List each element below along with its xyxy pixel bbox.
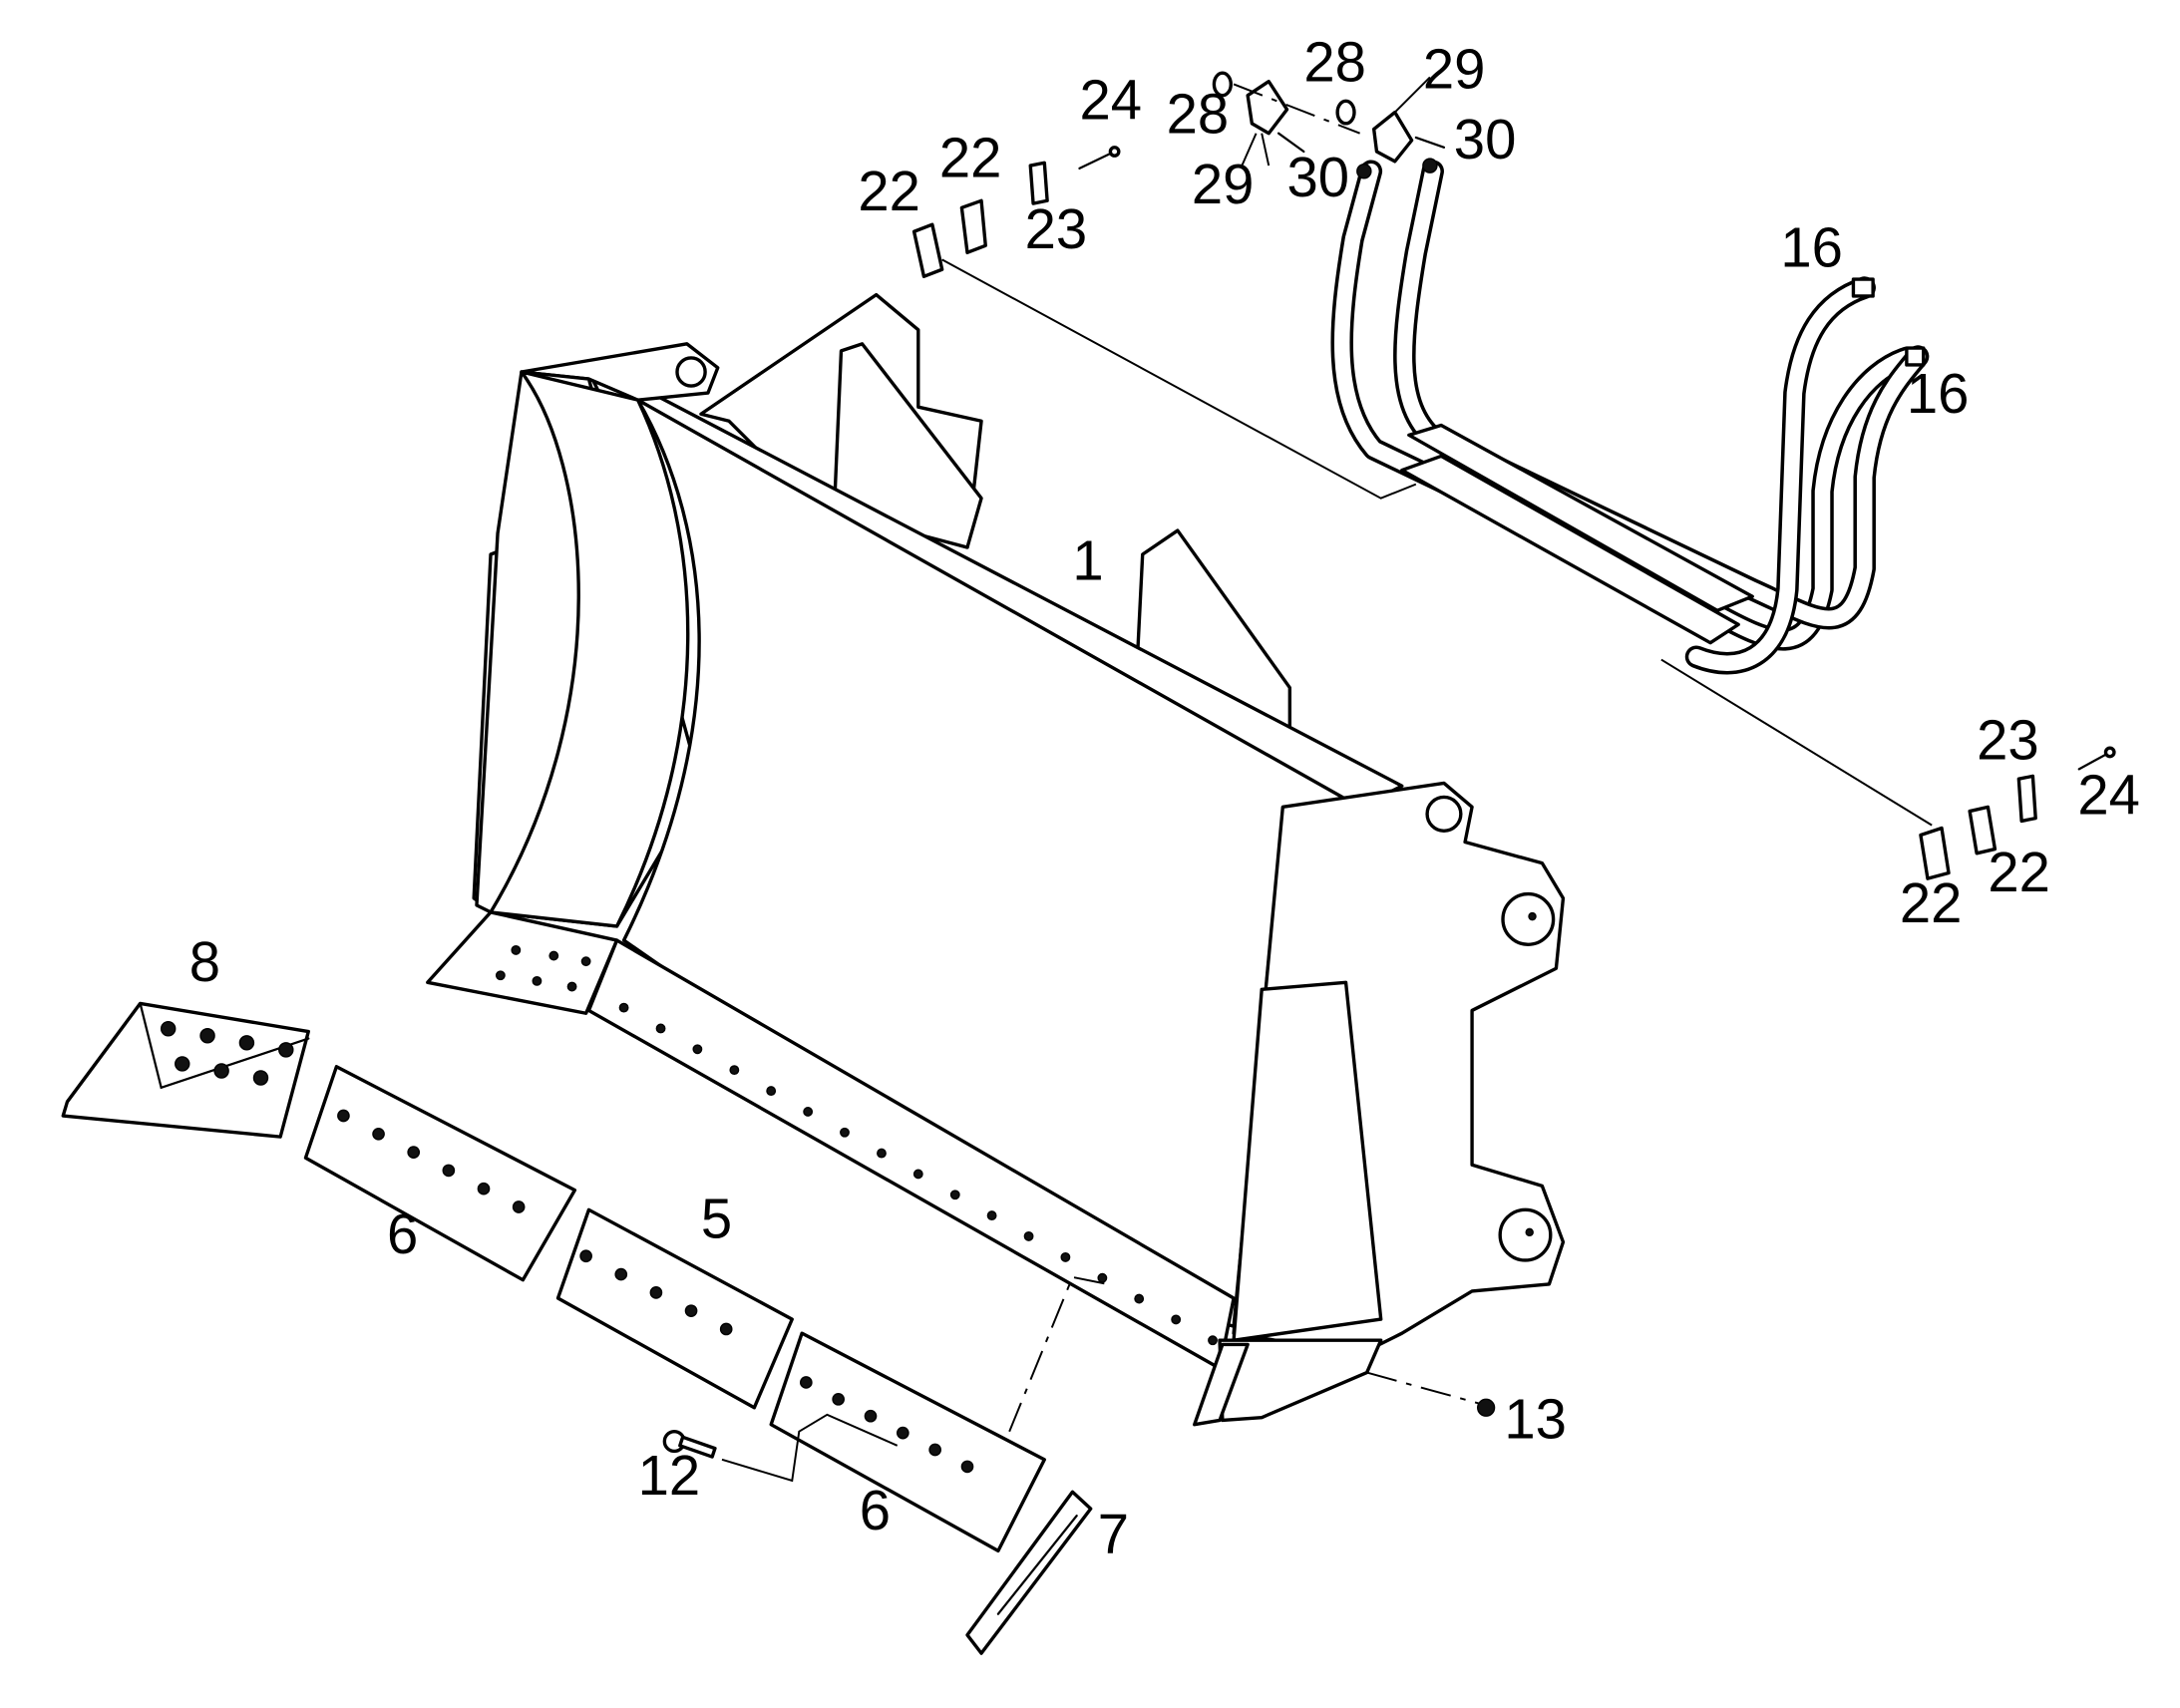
end-bit-8 xyxy=(61,1001,310,1139)
clamp-set-right xyxy=(1919,746,2116,880)
edge-strip-hole xyxy=(877,1148,887,1159)
callout-23-a: 23 xyxy=(1025,197,1088,260)
callout-6-lower: 6 xyxy=(860,1479,891,1541)
edge-strip-hole xyxy=(840,1127,850,1138)
edge-strip-hole xyxy=(729,1065,740,1076)
edge-strip-hole xyxy=(618,1002,629,1013)
edge-strip-hole xyxy=(986,1210,997,1221)
clamp-set-left xyxy=(911,146,1121,278)
flange-fittings xyxy=(1212,71,1446,164)
callout-22-c: 22 xyxy=(1988,841,2050,903)
hydraulic-hoses xyxy=(1330,158,1930,675)
edge-strip-hole xyxy=(766,1086,777,1097)
callout-7: 7 xyxy=(1098,1503,1129,1565)
callout-24-a: 24 xyxy=(1079,69,1142,132)
leader-lines xyxy=(721,76,1933,1483)
edge-strip-hole xyxy=(949,1190,960,1200)
edge-strip-holes xyxy=(618,1002,1218,1346)
edge-strip-hole xyxy=(1023,1230,1034,1241)
edge-strip-hole xyxy=(1060,1251,1071,1262)
edge-strip-hole xyxy=(1097,1272,1108,1283)
callout-12: 12 xyxy=(638,1444,701,1507)
callout-30-b: 30 xyxy=(1454,108,1517,171)
cutting-edge-6-lower xyxy=(769,1331,1046,1553)
callout-labels: 1 5 6 6 7 8 12 13 16 16 22 22 22 22 23 2… xyxy=(189,31,2140,1566)
callout-23-b: 23 xyxy=(1977,708,2039,771)
blade-assembly xyxy=(426,292,1566,1427)
callout-30-a: 30 xyxy=(1287,146,1350,208)
callout-13: 13 xyxy=(1504,1388,1567,1451)
end-bit-7 xyxy=(965,1490,1093,1655)
callout-28-a: 28 xyxy=(1167,83,1230,146)
edge-strip-hole xyxy=(655,1023,666,1034)
callout-24-b: 24 xyxy=(2077,763,2140,826)
cutting-edge-6-upper xyxy=(303,1065,577,1282)
callout-16-lower: 16 xyxy=(1907,362,1970,425)
callout-28-b: 28 xyxy=(1303,31,1366,94)
callout-8: 8 xyxy=(189,930,220,993)
callout-22-d: 22 xyxy=(1900,871,1963,934)
callout-29-a: 29 xyxy=(1192,153,1255,215)
nut-13 xyxy=(1476,1398,1496,1417)
edge-strip-hole xyxy=(1171,1314,1182,1325)
callout-29-b: 29 xyxy=(1423,38,1486,101)
callout-16-upper: 16 xyxy=(1780,215,1843,278)
callout-22-b: 22 xyxy=(939,126,1002,188)
callout-5: 5 xyxy=(701,1187,732,1249)
callout-1: 1 xyxy=(1072,528,1103,591)
edge-strip-hole xyxy=(912,1169,923,1180)
edge-strip-hole xyxy=(803,1107,814,1117)
edge-strip-hole xyxy=(1208,1335,1218,1346)
edge-strip-hole xyxy=(1134,1293,1145,1304)
edge-strip-hole xyxy=(692,1044,703,1055)
callout-22-a: 22 xyxy=(858,160,920,222)
callout-6-upper: 6 xyxy=(387,1202,418,1265)
bolt-12 xyxy=(662,1430,717,1459)
cutting-edge-5 xyxy=(555,1207,794,1410)
